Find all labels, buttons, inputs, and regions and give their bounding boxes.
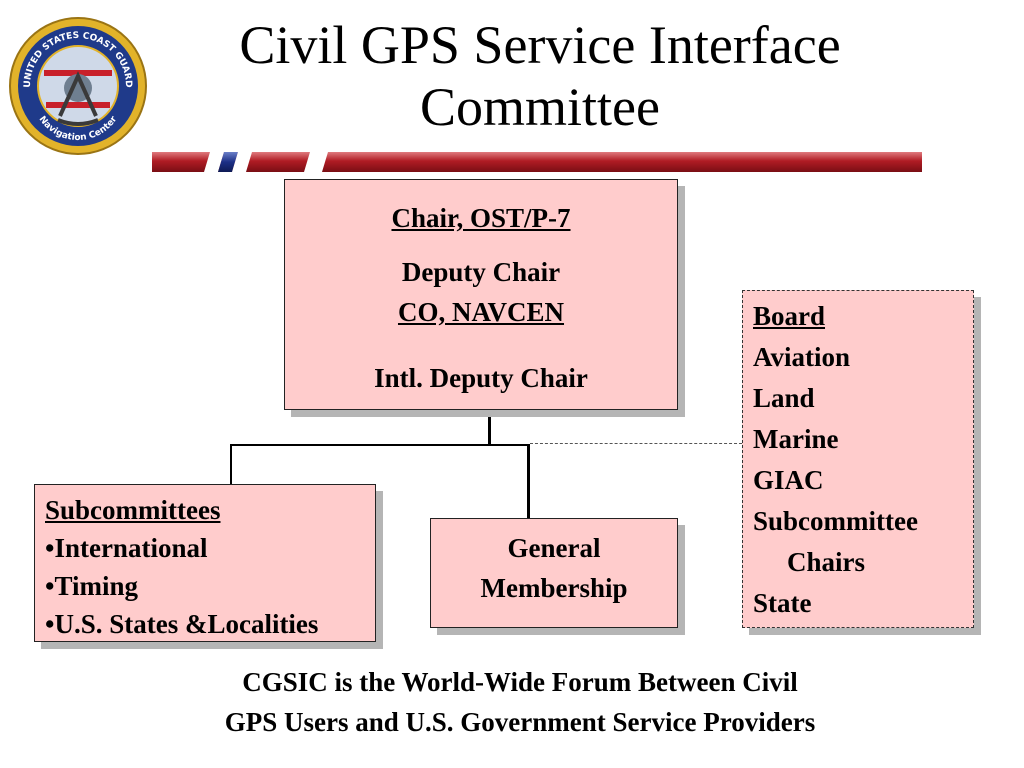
subcommittees-box: Subcommittees •International •Timing •U.…: [34, 484, 376, 642]
footer-line1: CGSIC is the World-Wide Forum Between Ci…: [242, 667, 798, 697]
general-membership-line1: General: [507, 533, 601, 563]
subcommittee-item: •Timing: [45, 571, 138, 601]
connector-chair-down: [488, 410, 491, 445]
subcommittee-item: •International: [45, 533, 208, 563]
board-item: Subcommittee: [753, 506, 918, 536]
subcommittees-heading: Subcommittees: [45, 495, 221, 525]
chair-box: Chair, OST/P-7 Deputy Chair CO, NAVCEN I…: [284, 179, 678, 410]
chair-label: Chair, OST/P-7: [391, 203, 571, 233]
slide-title-line1: Civil GPS Service Interface: [239, 15, 841, 75]
board-item: Chairs: [787, 547, 866, 577]
board-item: GIAC: [753, 465, 824, 495]
general-membership-line2: Membership: [480, 573, 628, 603]
connector-horizontal: [230, 444, 530, 446]
connector-to-subcommittees: [230, 444, 232, 484]
deputy-chair-org: CO, NAVCEN: [397, 297, 565, 327]
intl-deputy-chair-label: Intl. Deputy Chair: [374, 363, 588, 393]
board-box: Board Aviation Land Marine GIAC Subcommi…: [742, 290, 974, 628]
title-stripe: [152, 152, 922, 172]
coast-guard-navcen-seal: UNITED STATES COAST GUARD Navigation Cen…: [8, 16, 148, 156]
footer-line2: GPS Users and U.S. Government Service Pr…: [224, 707, 816, 737]
board-item: Aviation: [753, 342, 851, 372]
board-item: Land: [753, 383, 815, 413]
connector-dotted-to-board: [530, 443, 742, 444]
subcommittee-item: •U.S. States &Localities: [45, 609, 319, 639]
board-item: State: [753, 588, 812, 618]
slide-title-line2: Committee: [420, 77, 660, 137]
general-membership-box: General Membership: [430, 518, 678, 628]
deputy-chair-label: Deputy Chair: [401, 257, 561, 287]
board-item: Marine: [753, 424, 839, 454]
connector-to-general: [527, 444, 530, 518]
board-heading: Board: [753, 301, 826, 331]
